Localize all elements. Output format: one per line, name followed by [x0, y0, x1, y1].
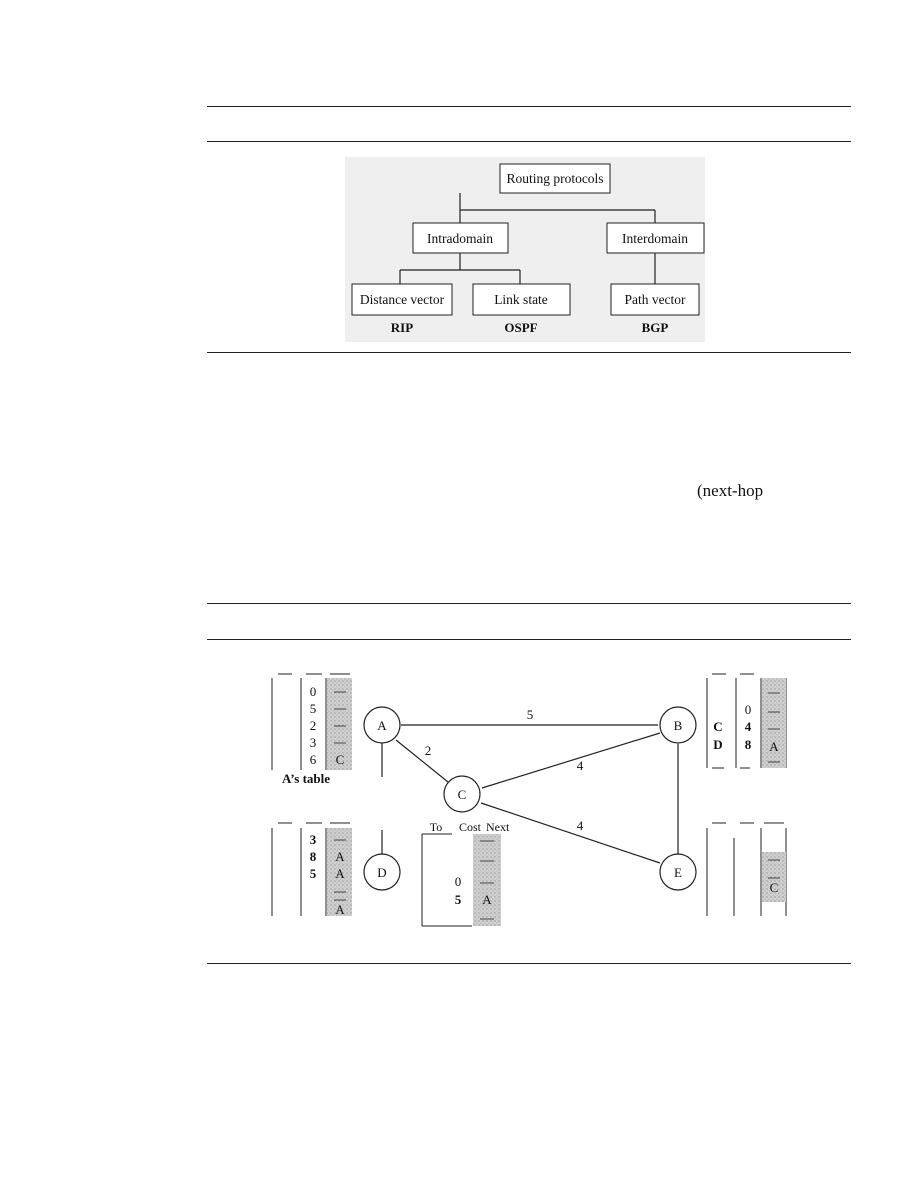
edge-cost-c-e: 4: [577, 818, 584, 833]
routing-taxonomy-figure: Routing protocols Intradomain Interdomai…: [345, 157, 705, 342]
routing-table-c: To Cost Next 0 5 A: [421, 820, 510, 927]
c-table-cost-2: 5: [455, 892, 462, 907]
d-table-next-2: A: [335, 866, 345, 881]
rule-top-1: [207, 106, 851, 107]
router-c: [443, 775, 481, 813]
box-path-vector: [610, 283, 700, 316]
box-link-state: [472, 283, 571, 316]
label-interdomain: Interdomain: [622, 231, 688, 246]
router-d-label: D: [377, 865, 386, 880]
router-a: [363, 706, 401, 744]
routing-table-e: C: [706, 822, 787, 916]
label-ospf: OSPF: [504, 320, 537, 335]
c-table-header-next: Next: [486, 820, 510, 834]
b-table-cost-d: 8: [745, 737, 752, 752]
e-table-next: C: [770, 880, 779, 895]
box-distance-vector: [351, 283, 453, 316]
edge-cost-a-c: 2: [425, 743, 432, 758]
label-bgp: BGP: [642, 320, 669, 335]
b-table-next-d: A: [769, 739, 779, 754]
router-e-label: E: [674, 865, 682, 880]
d-table-next-3: A: [335, 902, 345, 917]
b-table-dest-c: C: [713, 719, 722, 734]
b-table-cost-self: 0: [745, 702, 752, 717]
a-table-cost-3: 2: [310, 718, 317, 733]
link-c-e: [480, 802, 661, 864]
d-table-next-1: A: [335, 849, 345, 864]
text-next-hop-fragment: (next-hop: [697, 481, 764, 500]
router-e: [659, 853, 697, 891]
a-table-next-5: C: [336, 752, 345, 767]
router-b-label: B: [674, 718, 683, 733]
box-interdomain: [606, 222, 705, 254]
routing-table-b: 0 C 4 D 8 A: [706, 673, 787, 769]
b-table-cost-c: 4: [745, 719, 752, 734]
routing-table-d: 3 8 5 A A A: [271, 822, 352, 917]
rule-bottom: [207, 963, 851, 964]
d-table-cost-2: 8: [310, 849, 317, 864]
label-routing-protocols: Routing protocols: [506, 171, 603, 186]
a-table-cost-4: 3: [310, 735, 317, 750]
a-table-caption: A’s table: [282, 771, 330, 786]
c-table-header-to: To: [430, 820, 443, 834]
edge-cost-a-b: 5: [527, 707, 534, 722]
network-routing-figure: 5 2 4 4 A B C D E: [271, 673, 787, 927]
a-table-cost-2: 5: [310, 701, 317, 716]
c-table-next: A: [482, 892, 492, 907]
rule-mid-3: [207, 639, 851, 640]
c-table-header-cost: Cost: [459, 820, 482, 834]
a-table-cost-1: 0: [310, 684, 317, 699]
router-c-label: C: [458, 787, 467, 802]
box-routing-protocols: [499, 163, 611, 194]
router-a-label: A: [377, 718, 387, 733]
rule-mid-1: [207, 352, 851, 353]
box-intradomain: [412, 222, 509, 254]
label-intradomain: Intradomain: [427, 231, 493, 246]
rule-mid-2: [207, 603, 851, 604]
c-table-cost-1: 0: [455, 874, 462, 889]
label-path-vector: Path vector: [624, 292, 686, 307]
d-table-cost-3: 5: [310, 866, 317, 881]
edge-cost-c-b: 4: [577, 758, 584, 773]
b-table-dest-d: D: [713, 737, 722, 752]
rule-top-2: [207, 141, 851, 142]
link-a-c: [395, 739, 449, 783]
a-table-cost-5: 6: [310, 752, 317, 767]
routing-table-a: 0 5 2 3 6 C A’s table: [271, 673, 352, 786]
label-distance-vector: Distance vector: [360, 292, 445, 307]
d-table-cost-1: 3: [310, 832, 317, 847]
router-b: [659, 706, 697, 744]
link-c-b: [481, 732, 661, 789]
label-link-state: Link state: [494, 292, 548, 307]
label-rip: RIP: [391, 320, 413, 335]
router-d: [363, 853, 401, 891]
